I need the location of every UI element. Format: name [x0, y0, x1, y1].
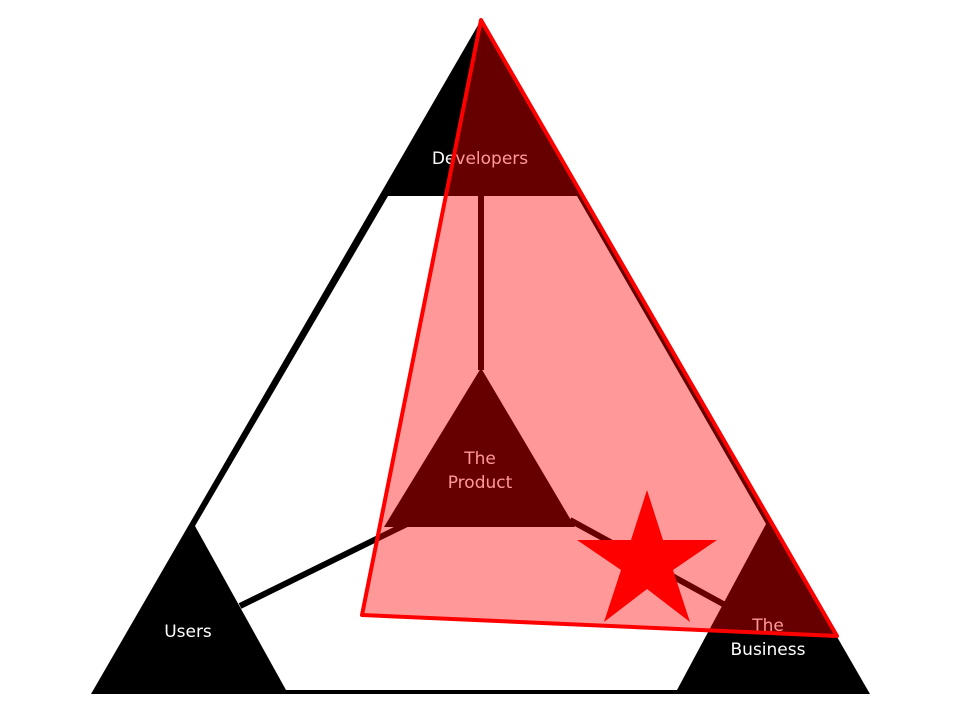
product-label-line2: Product — [448, 473, 513, 493]
product-label-line1: The — [463, 449, 496, 469]
users-label: Users — [164, 622, 212, 642]
highlight-triangle — [360, 18, 839, 638]
business-label-line2: Business — [731, 640, 806, 660]
star-icon — [577, 490, 717, 622]
product-node — [384, 368, 575, 527]
connector-users — [238, 517, 417, 609]
